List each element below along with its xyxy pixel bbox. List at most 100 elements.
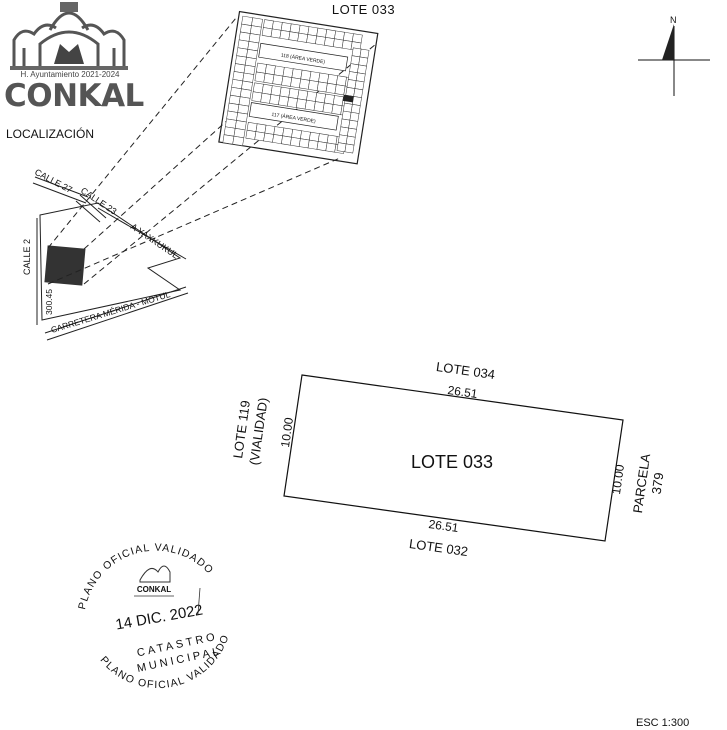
inset-lot-cell xyxy=(232,135,245,146)
inset-lot-cell xyxy=(357,64,367,75)
inset-lot-cell xyxy=(295,98,307,110)
inset-lot-cell xyxy=(264,64,276,76)
north-dimension: 26.51 xyxy=(447,383,479,401)
inset-lot-cell xyxy=(261,83,273,95)
inset-lot-cell xyxy=(323,93,335,105)
inset-lot-cell xyxy=(349,111,360,122)
inset-lot-cell xyxy=(341,110,352,121)
inset-lot-cell xyxy=(290,77,302,89)
inset-lot-cell xyxy=(315,35,326,46)
inset-lot-cell xyxy=(282,66,294,78)
inset-lot-cell xyxy=(288,88,300,100)
inset-lot-cell xyxy=(297,89,309,101)
inset-lot-cell xyxy=(336,75,347,87)
inset-lot-cell xyxy=(346,79,357,89)
inset-lot-cell xyxy=(254,71,266,83)
inset-lot-cell xyxy=(260,92,272,104)
inset-lot-cell xyxy=(347,127,357,138)
inset-lot-cell xyxy=(315,92,326,104)
inset-lot-cell xyxy=(256,62,267,74)
north-label: N xyxy=(670,15,677,25)
label-carretera: CARRETERA MÉRIDA - MOTUL xyxy=(50,289,172,335)
scale-label: ESC 1:300 xyxy=(636,717,690,729)
municipality-name: CONKAL xyxy=(4,78,144,114)
inset-lot-cell xyxy=(272,134,283,145)
inset-lot-cell xyxy=(307,139,319,150)
east-neighbor-line2: 379 xyxy=(649,472,667,496)
location-sketch xyxy=(32,176,189,341)
subdivision-inset: 118 (ÁREA VERDE) 117 (ÁREA VERDE) xyxy=(218,10,379,165)
inset-lot-cell xyxy=(263,73,275,84)
inset-lot-cell xyxy=(278,95,290,107)
inset-lot-cell xyxy=(348,119,359,130)
inset-lot-cell xyxy=(298,138,310,149)
north-arrow-icon: N xyxy=(638,15,710,96)
inset-lot-cell xyxy=(273,65,285,77)
inset-lot-cell xyxy=(272,74,284,86)
label-calle2: CALLE 2 xyxy=(22,239,32,275)
inset-lot-cell xyxy=(316,81,328,93)
page-title: LOTE 033 xyxy=(331,2,396,17)
inset-lot-cell xyxy=(327,74,338,85)
inset-lot-cell xyxy=(316,141,328,152)
inset-lot-cell xyxy=(304,99,316,111)
stamp-date: 14 DIC. 2022 xyxy=(114,602,204,634)
inset-lot-cell xyxy=(279,30,291,40)
inset-lot-cell xyxy=(306,34,317,45)
inset-lot-cell xyxy=(337,134,348,145)
inset-lot-cell xyxy=(261,27,273,38)
inset-lot-cell xyxy=(341,39,353,50)
inset-lot-cell xyxy=(345,135,356,146)
lot-label: LOTE 033 xyxy=(411,452,493,472)
inset-lot-cell xyxy=(353,88,364,99)
location-title: LOCALIZACIÓN xyxy=(6,127,95,141)
stamp-top-text: PLANO OFICIAL VALIDADO xyxy=(76,542,216,611)
inset-lot-cell xyxy=(297,32,309,43)
inset-lot-cell xyxy=(350,104,361,114)
inset-lot-cell xyxy=(351,47,362,58)
label-yaxkukul: A YAXKUKUL xyxy=(129,221,180,260)
inset-lot-cell xyxy=(309,71,321,83)
label-distance: 300.45 xyxy=(44,289,54,315)
inset-lot-cell xyxy=(336,142,347,153)
inset-lot-cell xyxy=(331,104,343,115)
inset-lot-cell xyxy=(350,55,361,66)
municipality-logo: H. Ayuntamiento 2021-2024 CONKAL xyxy=(4,0,144,114)
validation-stamp: PLANO OFICIAL VALIDADO PLANO OFICIAL VAL… xyxy=(76,542,230,692)
inset-lot-cell xyxy=(354,80,365,91)
inset-lot-cell xyxy=(359,48,370,59)
inset-lot-cell xyxy=(270,85,282,97)
inset-lot-cell xyxy=(307,80,319,91)
inset-lot-cell xyxy=(254,131,266,142)
inset-lot-cell xyxy=(339,126,349,137)
inset-lot-cell xyxy=(245,129,257,140)
stamp-logo-icon xyxy=(139,565,171,583)
inset-lot-cell xyxy=(289,136,301,147)
inset-lot-cell xyxy=(334,84,346,96)
inset-lot-cell xyxy=(344,143,355,154)
inset-lot-cell xyxy=(222,134,235,145)
inset-lot-cell xyxy=(324,37,335,47)
inset-lot-cell xyxy=(352,96,362,106)
inset-lot-cell xyxy=(325,142,337,153)
north-neighbor-label: LOTE 034 xyxy=(435,359,496,382)
inset-lot-cell xyxy=(325,82,337,94)
west-dimension: 10.00 xyxy=(278,416,296,448)
inset-lot-cell xyxy=(263,132,275,143)
inset-lot-cell xyxy=(313,101,325,113)
inset-lot-cell xyxy=(287,97,298,108)
inset-lot-cell xyxy=(306,90,318,102)
stamp-logo-text: CONKAL xyxy=(137,585,171,594)
inset-lot-cell xyxy=(279,86,291,98)
inset-lot-cell xyxy=(299,78,310,90)
inset-lot-cell xyxy=(281,75,293,87)
inset-lot-cell xyxy=(291,68,303,80)
inset-lot-cell xyxy=(347,71,358,81)
inset-lot-cell xyxy=(300,69,312,81)
inset-lot-cell xyxy=(342,102,353,113)
inset-lot-cell xyxy=(355,72,366,83)
inset-lot-cell xyxy=(251,91,263,103)
east-dimension: 10.00 xyxy=(609,463,627,495)
inset-lot-cell xyxy=(270,28,282,39)
inset-lot-cell xyxy=(252,82,264,94)
